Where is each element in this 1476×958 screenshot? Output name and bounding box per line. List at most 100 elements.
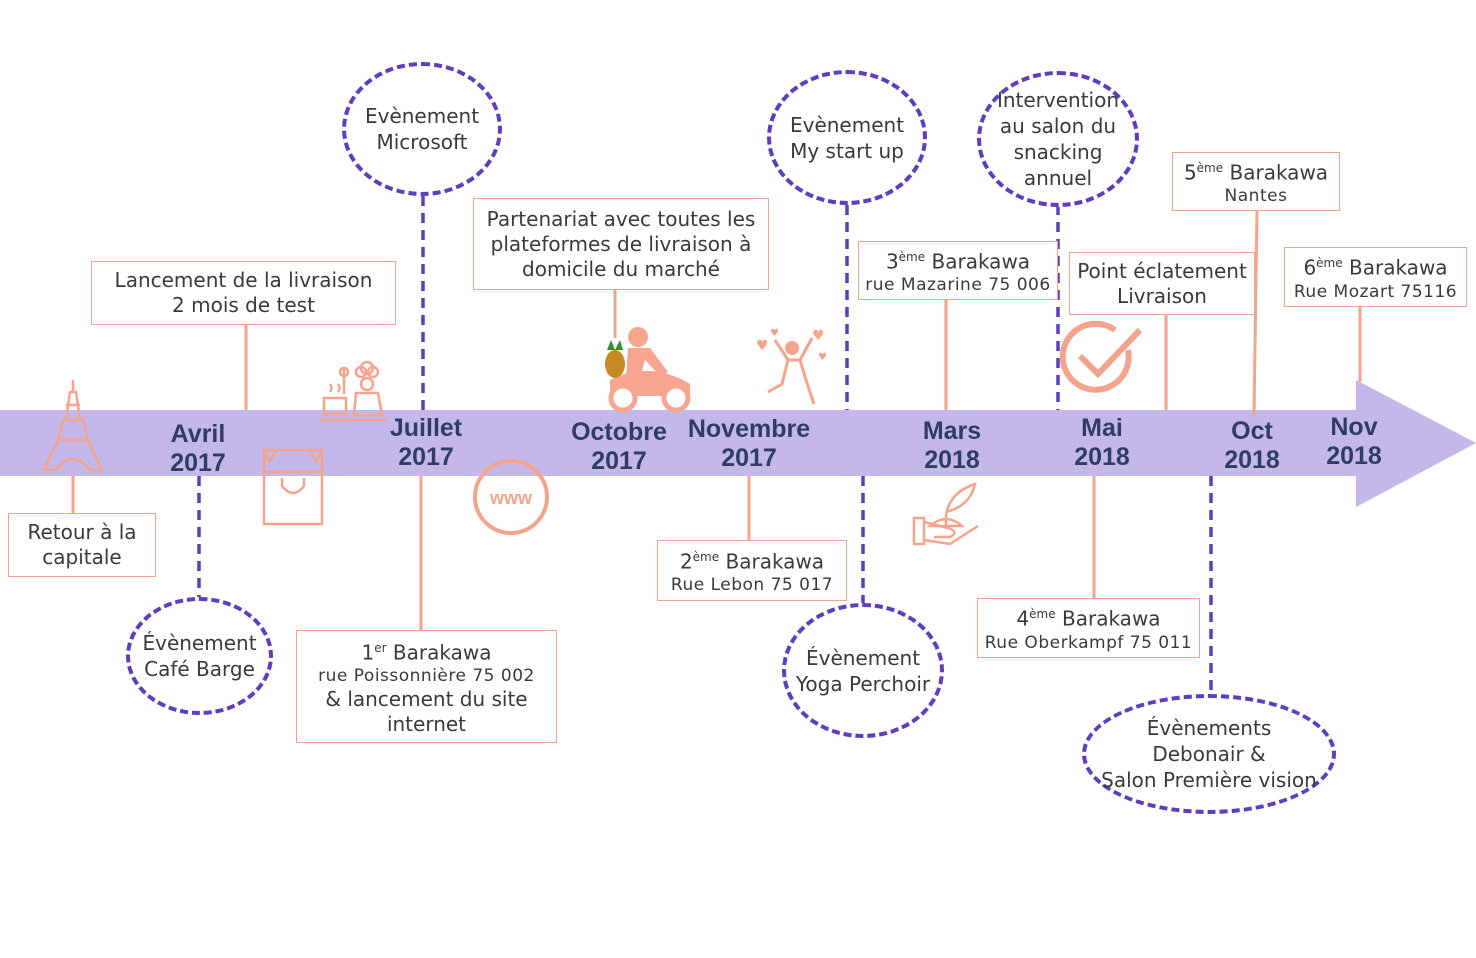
www-globe-icon: www [473,459,549,535]
date-juillet-2017: Juillet 2017 [376,414,476,472]
ordinal-number: 2 [679,549,693,574]
event-snacking-circle: Intervention au salon du snacking annuel [977,71,1139,207]
shop-name: Barakawa [1223,160,1329,185]
date-novembre-2017: Novembre 2017 [682,415,816,473]
event-line: Debonair & [1152,742,1266,766]
shop-name: Barakawa [1055,606,1161,631]
lancement-livraison-box: Lancement de la livraison 2 mois de test [91,261,396,325]
event-line: Microsoft [376,130,468,154]
celebrating-person-icon: ♥ ♥ ♥ ♥ [756,328,827,405]
date-month: Octobre [571,418,667,446]
ordinal-number: 1 [361,640,375,665]
box-line: Retour à la [27,520,137,544]
event-line: Evènement [789,112,905,137]
date-year: 2017 [591,447,647,475]
event-line: au salon du [999,114,1117,138]
point-eclatement-box: Point éclatement Livraison [1069,252,1255,315]
event-microsoft-circle: Evènement Microsoft [342,62,502,196]
date-month: Novembre [687,415,811,443]
box-line: internet [386,712,467,737]
partenariat-box: Partenariat avec toutes les plateformes … [473,198,769,290]
box-address: Rue Lebon 75 017 [670,575,834,596]
svg-text:♥: ♥ [812,328,825,344]
box-title: 2ème Barakawa [680,545,824,575]
shop-name: Barakawa [719,549,825,574]
svg-text:♥: ♥ [818,352,827,363]
shop-name: Barakawa [925,249,1031,274]
shop-name: Barakawa [1342,255,1448,280]
event-line: annuel [1023,166,1093,190]
ordinal-number: 6 [1303,255,1317,280]
date-mai-2018: Mai 2018 [1052,414,1152,472]
date-avril-2017: Avril 2017 [148,420,248,478]
date-month: Mai [1081,414,1123,442]
box-line: plateformes de livraison à [490,231,752,256]
event-line: Intervention [996,88,1120,112]
box-connectors [71,210,1362,630]
ordinal-suffix: ème [1196,160,1224,175]
date-year: 2017 [398,443,454,471]
box-line: capitale [42,545,122,569]
shop-name: Barakawa [386,640,492,665]
date-oct-2018: Oct 2018 [1202,417,1302,475]
box-line: Lancement de la livraison [114,268,373,292]
first-barakawa-box: 1er Barakawa rue Poissonnière 75 002 & l… [296,630,557,743]
event-line: Évènements [1146,716,1272,740]
box-title: 5ème Barakawa [1184,156,1328,186]
date-nov-2018: Nov 2018 [1304,413,1404,471]
ordinal-suffix: ème [692,549,720,564]
box-line: 2 mois de test [172,293,315,317]
date-month: Juillet [389,414,463,442]
box-address: Rue Mozart 75116 [1293,281,1458,302]
ordinal-number: 5 [1183,160,1197,185]
ordinal-number: 4 [1016,606,1030,631]
box-line: Partenariat avec toutes les [486,206,756,231]
box-address: rue Mazarine 75 006 [865,275,1051,296]
box-line: Livraison [1117,283,1207,308]
date-month: Nov [1330,413,1378,441]
event-line: Évènement [142,631,257,655]
svg-text:♥: ♥ [770,328,779,339]
box-address: Rue Oberkampf 75 011 [984,632,1193,653]
third-barakawa-box: 3ème Barakawa rue Mazarine 75 006 [858,241,1058,300]
pineapple-icon [605,340,625,378]
event-line: snacking [1013,140,1103,164]
date-month: Mars [922,417,982,445]
event-connectors [197,196,1213,695]
date-year: 2018 [1224,446,1280,474]
date-year: 2017 [721,444,777,472]
ordinal-number: 3 [885,249,899,274]
fifth-barakawa-box: 5ème Barakawa Nantes [1172,152,1340,211]
svg-text:www: www [489,488,533,508]
event-cafe-barge-circle: Évènement Café Barge [126,597,273,715]
date-year: 2018 [1326,442,1382,470]
date-month: Oct [1231,417,1273,445]
ordinal-suffix: er [374,640,387,655]
box-address: Nantes [1224,186,1288,207]
checkmark-circle-icon [1059,320,1143,393]
box-line: & lancement du site [325,687,528,712]
event-line: Évènement [805,645,921,670]
date-year: 2017 [170,449,226,477]
box-title: 3ème Barakawa [886,245,1030,275]
event-debonair-circle: Évènements Debonair & Salon Première vis… [1082,694,1336,814]
sixth-barakawa-box: 6ème Barakawa Rue Mozart 75116 [1284,247,1467,307]
event-line: Salon Première vision [1101,768,1317,792]
date-octobre-2017: Octobre 2017 [560,418,678,476]
ordinal-suffix: ème [1029,607,1056,622]
event-yoga-circle: Évènement Yoga Perchoir [782,603,944,738]
delivery-scooter-icon [608,327,691,413]
date-month: Avril [170,420,226,448]
box-line: domicile du marché [522,256,720,281]
second-barakawa-box: 2ème Barakawa Rue Lebon 75 017 [657,540,847,601]
timeline-arrow [0,380,1476,507]
event-line: Yoga Perchoir [795,671,931,696]
date-mars-2018: Mars 2018 [902,417,1002,475]
box-title: 1er Barakawa [362,636,492,666]
box-address: rue Poissonnière 75 002 [318,666,535,687]
box-line: Point éclatement [1077,258,1247,283]
event-line: Café Barge [144,657,255,681]
date-year: 2018 [924,446,980,474]
